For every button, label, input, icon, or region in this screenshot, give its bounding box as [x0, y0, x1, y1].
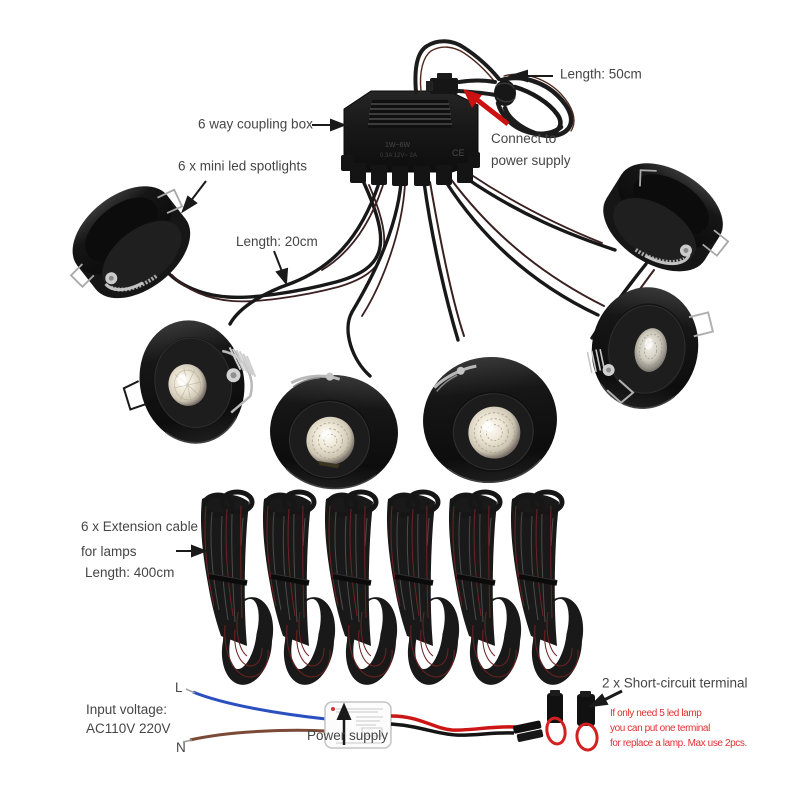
svg-text:you can put one terminal: you can put one terminal	[610, 723, 710, 734]
svg-text:CE: CE	[452, 148, 465, 158]
svg-text:If only need 5 led lamp: If only need 5 led lamp	[610, 708, 702, 719]
svg-text:0.3A 12V~ 2A: 0.3A 12V~ 2A	[380, 153, 417, 159]
svg-text:AC110V 220V: AC110V 220V	[86, 721, 171, 736]
svg-text:L: L	[175, 680, 183, 695]
svg-text:N: N	[176, 740, 186, 755]
svg-text:for replace a lamp. Max use 2p: for replace a lamp. Max use 2pcs.	[610, 738, 747, 749]
svg-text:2 x Short-circuit terminal: 2 x Short-circuit terminal	[602, 676, 748, 691]
svg-text:Length: 20cm: Length: 20cm	[236, 234, 318, 249]
svg-text:Length: 400cm: Length: 400cm	[85, 565, 174, 580]
svg-text:Connect to: Connect to	[491, 131, 556, 146]
svg-text:Power supply: Power supply	[307, 728, 388, 743]
svg-text:for lamps: for lamps	[81, 544, 137, 559]
svg-text:Input voltage:: Input voltage:	[86, 702, 167, 717]
svg-text:6 x Extension cable: 6 x Extension cable	[81, 519, 198, 534]
svg-text:6 x mini led spotlights: 6 x mini led spotlights	[178, 159, 307, 174]
svg-text:power supply: power supply	[491, 153, 571, 168]
svg-text:1W~6W: 1W~6W	[385, 142, 410, 149]
svg-text:6 way coupling box: 6 way coupling box	[198, 117, 313, 132]
svg-text:Length: 50cm: Length: 50cm	[560, 67, 642, 82]
